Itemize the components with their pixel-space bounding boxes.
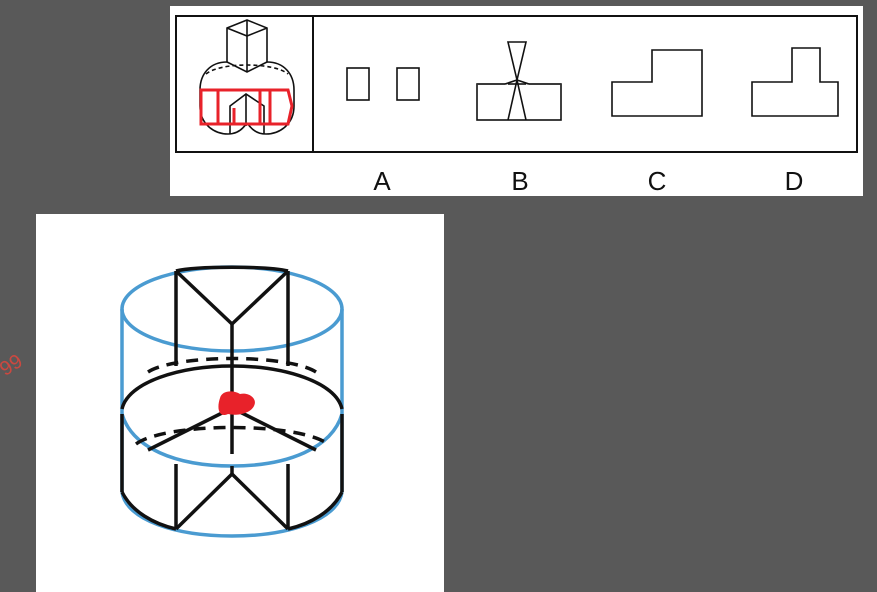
stem-figure	[199, 19, 295, 135]
cylinder-inner-structure	[120, 265, 344, 531]
cylinder-diagram-svg	[120, 265, 344, 538]
option-b-figure[interactable]	[476, 41, 562, 121]
diagram-panel	[36, 214, 444, 592]
center-marker	[218, 391, 255, 416]
option-a-label[interactable]: A	[373, 166, 391, 196]
question-frame	[175, 15, 858, 153]
side-watermark: 99	[0, 350, 27, 381]
question-figure-svg	[175, 15, 858, 153]
option-c-figure[interactable]	[611, 49, 703, 117]
option-b-label[interactable]: B	[511, 166, 529, 196]
stem-annotation	[199, 88, 294, 126]
question-panel: A B C D	[170, 6, 863, 196]
option-c-label[interactable]: C	[647, 166, 667, 196]
option-d-label[interactable]: D	[784, 166, 804, 196]
option-a-figure[interactable]	[346, 67, 420, 101]
option-d-figure[interactable]	[751, 47, 839, 117]
